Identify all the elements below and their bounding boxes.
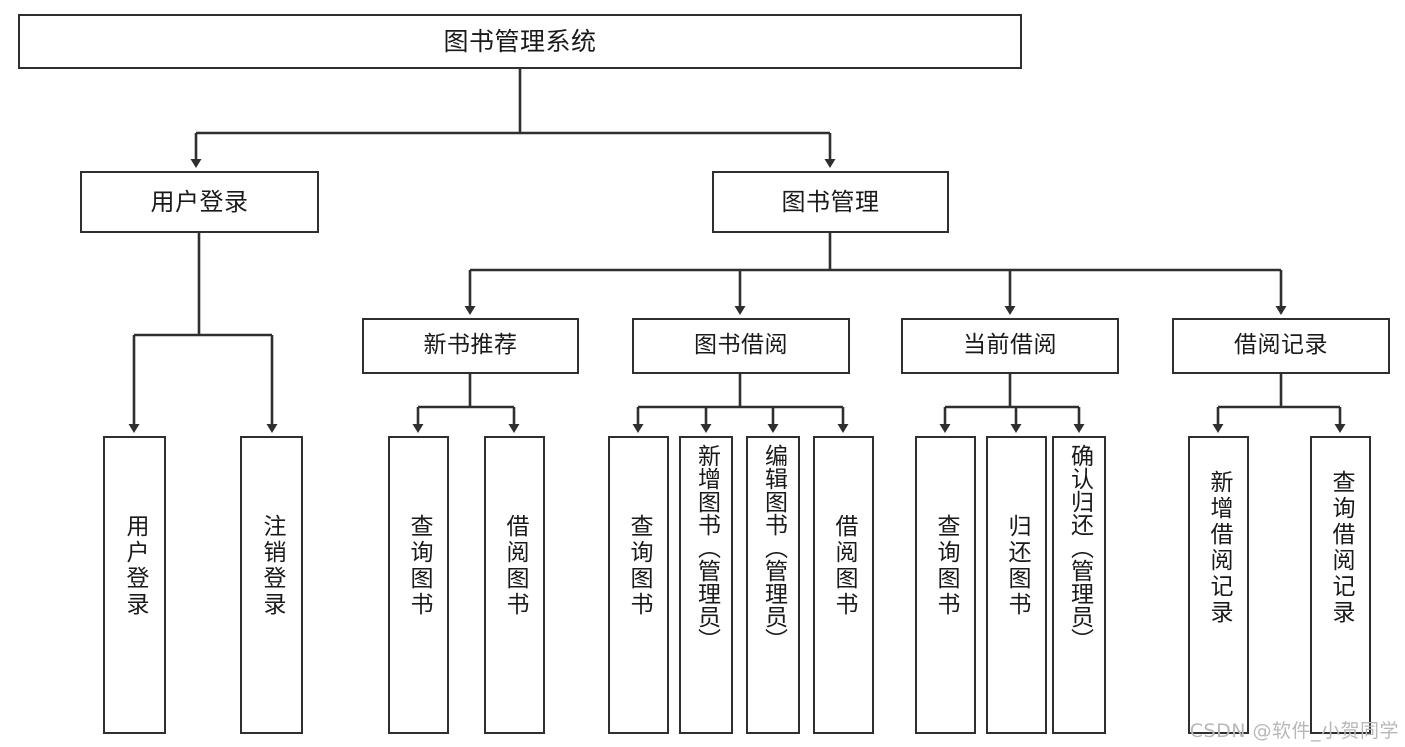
node-leaf-query-record-label: 查询借阅记录 [1328, 470, 1354, 626]
node-leaf-query-book-1[interactable]: 查询图书 [388, 436, 449, 734]
node-leaf-query-book-2[interactable]: 查询图书 [608, 436, 669, 734]
node-user-login[interactable]: 用户登录 [80, 171, 319, 233]
node-book-borrow[interactable]: 图书借阅 [632, 318, 850, 374]
node-current-borrow-label: 当前借阅 [963, 332, 1057, 359]
node-leaf-add-record-label: 新增借阅记录 [1206, 470, 1232, 626]
node-leaf-query-book-3[interactable]: 查询图书 [915, 436, 976, 734]
node-leaf-query-book-3-label: 查询图书 [933, 514, 959, 618]
node-leaf-confirm-return[interactable]: 确认归还（管理员） [1052, 436, 1106, 734]
node-leaf-query-book-2-label: 查询图书 [626, 514, 652, 618]
node-book-manage-label: 图书管理 [781, 187, 880, 216]
node-leaf-return-book[interactable]: 归还图书 [986, 436, 1047, 734]
node-leaf-logout[interactable]: 注销登录 [240, 436, 303, 734]
csdn-watermark: CSDN @软件_小贺同学 [1189, 720, 1399, 742]
node-leaf-return-book-label: 归还图书 [1004, 514, 1030, 618]
node-current-borrow[interactable]: 当前借阅 [901, 318, 1119, 374]
node-new-book-rec-label: 新书推荐 [423, 332, 518, 359]
node-leaf-borrow-book-1-label: 借阅图书 [502, 514, 528, 618]
node-leaf-borrow-book-2[interactable]: 借阅图书 [813, 436, 874, 734]
node-root[interactable]: 图书管理系统 [18, 14, 1022, 69]
node-leaf-add-record[interactable]: 新增借阅记录 [1188, 436, 1249, 734]
node-leaf-add-book[interactable]: 新增图书（管理员） [679, 436, 733, 734]
node-leaf-confirm-return-label: 确认归还（管理员） [1066, 444, 1093, 651]
node-root-label: 图书管理系统 [443, 26, 597, 56]
node-new-book-rec[interactable]: 新书推荐 [362, 318, 579, 374]
node-borrow-record[interactable]: 借阅记录 [1172, 318, 1390, 374]
node-leaf-user-login-label: 用户登录 [122, 514, 148, 618]
node-leaf-edit-book-label: 编辑图书（管理员） [760, 444, 787, 651]
node-leaf-user-login[interactable]: 用户登录 [103, 436, 166, 734]
node-leaf-logout-label: 注销登录 [259, 514, 285, 618]
node-leaf-edit-book[interactable]: 编辑图书（管理员） [746, 436, 800, 734]
node-book-manage[interactable]: 图书管理 [712, 171, 949, 233]
node-book-borrow-label: 图书借阅 [694, 332, 788, 359]
node-leaf-query-record[interactable]: 查询借阅记录 [1310, 436, 1371, 734]
node-user-login-label: 用户登录 [150, 187, 249, 216]
node-leaf-borrow-book-2-label: 借阅图书 [831, 514, 857, 618]
node-leaf-borrow-book-1[interactable]: 借阅图书 [484, 436, 545, 734]
node-leaf-query-book-1-label: 查询图书 [406, 514, 432, 618]
node-borrow-record-label: 借阅记录 [1234, 332, 1328, 359]
node-leaf-add-book-label: 新增图书（管理员） [693, 444, 720, 651]
